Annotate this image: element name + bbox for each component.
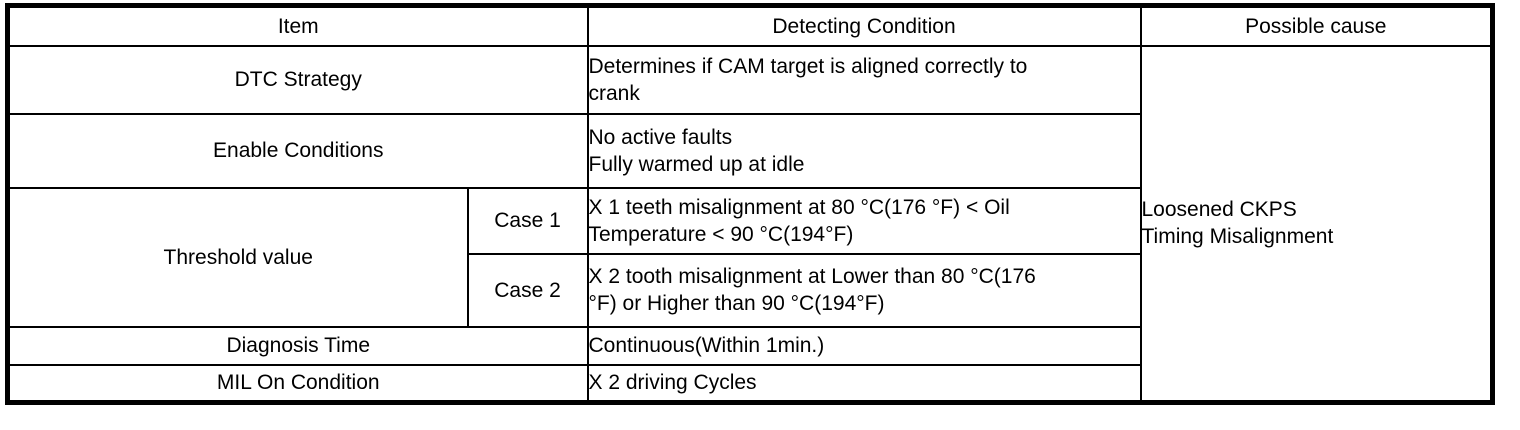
condition-text-line: Continuous(Within 1min.) bbox=[588, 334, 825, 357]
item-label-diagnosis-time: Diagnosis Time bbox=[6, 325, 589, 366]
table-row-diagnosis-time: Diagnosis Time Continuous(Within 1min.) bbox=[6, 325, 1493, 366]
table-row-dtc-strategy: DTC Strategy Determines if CAM target is… bbox=[6, 44, 1494, 404]
column-header-item: Item bbox=[6, 4, 589, 47]
condition-text-line: Determines if CAM target is aligned corr… bbox=[588, 54, 1028, 78]
item-label-dtc-strategy: DTC Strategy bbox=[6, 44, 589, 115]
subitem-label-case2: Case 2 bbox=[466, 252, 589, 328]
dtc-detecting-condition-table: Item Detecting Condition Possible cause … bbox=[5, 3, 1495, 405]
column-header-detecting-condition: Detecting Condition bbox=[586, 4, 1142, 47]
condition-text-line: X 2 driving Cycles bbox=[588, 371, 757, 395]
condition-mil-on-condition: X 2 driving Cycles bbox=[586, 363, 1142, 404]
condition-text-line: X 1 teeth misalignment at 80 °C(176 °F) … bbox=[588, 195, 1010, 219]
possible-cause-text-line: Timing Misalignment bbox=[1141, 225, 1334, 249]
condition-case2: X 2 tooth misalignment at Lower than 80 … bbox=[586, 252, 1142, 328]
condition-diagnosis-time: Continuous(Within 1min.) bbox=[586, 325, 1142, 366]
condition-text-line: No active faults bbox=[588, 125, 733, 149]
condition-text-line: X 2 tooth misalignment at Lower than 80 … bbox=[588, 265, 1036, 288]
table-row-threshold-case1: Threshold value Case 1 X 1 teeth misalig… bbox=[6, 186, 1493, 328]
condition-text-line: Fully warmed up at idle bbox=[588, 152, 805, 176]
condition-enable-conditions: No active faults Fully warmed up at idle bbox=[586, 112, 1142, 189]
table-row-threshold-case2: Case 2 X 2 tooth misalignment at Lower t… bbox=[8, 252, 1493, 328]
table-row-enable-conditions: Enable Conditions No active faults Fully… bbox=[6, 112, 1493, 189]
possible-cause-text-line: Loosened CKPS bbox=[1141, 198, 1297, 222]
item-label-threshold-value: Threshold value bbox=[6, 186, 469, 328]
condition-case1: X 1 teeth misalignment at 80 °C(176 °F) … bbox=[586, 186, 1142, 255]
table-row-mil-on-condition: MIL On Condition X 2 driving Cycles bbox=[6, 363, 1493, 404]
condition-dtc-strategy: Determines if CAM target is aligned corr… bbox=[586, 44, 1142, 115]
possible-cause-cell: Loosened CKPS Timing Misalignment bbox=[1139, 44, 1494, 404]
subitem-label-case1: Case 1 bbox=[466, 186, 589, 255]
table-header-row: Item Detecting Condition Possible cause bbox=[6, 4, 1494, 47]
condition-text-line: Temperature < 90 °C(194°F) bbox=[588, 222, 854, 246]
item-label-enable-conditions: Enable Conditions bbox=[6, 112, 589, 189]
condition-text-line: °F) or Higher than 90 °C(194°F) bbox=[588, 292, 885, 315]
condition-text-line: crank bbox=[588, 81, 640, 105]
column-header-possible-cause: Possible cause bbox=[1139, 4, 1494, 47]
item-label-mil-on-condition: MIL On Condition bbox=[6, 363, 589, 404]
